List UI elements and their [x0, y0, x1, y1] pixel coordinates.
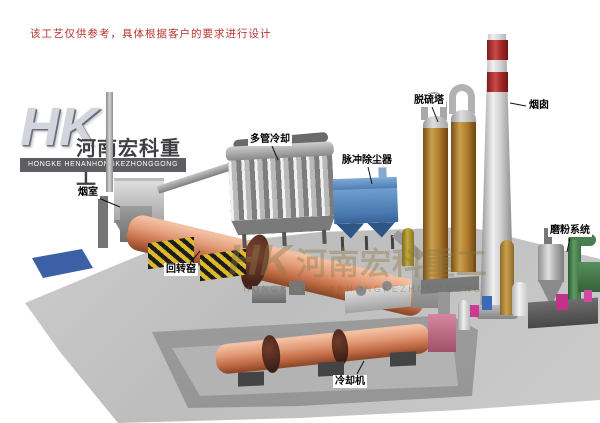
chimney-band-2 [487, 72, 508, 92]
collector-body [333, 187, 399, 225]
desulf-tower-b [451, 122, 476, 272]
cooler-leg-2 [281, 231, 287, 247]
kiln-drive-unit [252, 286, 286, 303]
label-pulse-dust-collector: 脉冲除尘器 [340, 154, 394, 167]
brand-monogram: HK [20, 97, 98, 157]
brand-name-en: HONGKE HENANHONGKEZHONGGONG [20, 158, 186, 172]
aux-blue-box [482, 296, 492, 310]
grinder-feed-silo [500, 240, 514, 315]
collector-leg-1 [340, 236, 345, 251]
aux-white-cylinder [458, 300, 470, 330]
label-smoke-chamber: 烟室 [76, 186, 100, 199]
label-multi-tube-cooler: 多管冷却 [248, 133, 292, 146]
cooler-leg-3 [321, 229, 327, 244]
chimney-band-1 [487, 40, 508, 60]
grinder-white-tank [512, 282, 528, 316]
desulf-tower-elbow-2 [449, 84, 475, 114]
pulse-dust-collector [332, 167, 400, 253]
grinder-green-duct [568, 240, 581, 300]
kiln-drive-motor [289, 281, 305, 295]
brand-logo: HK 河南宏科重工 HONGKE HENANHONGKEZHONGGONG [20, 97, 190, 189]
discharge-duct [438, 292, 450, 320]
grinder-magenta-unit-2 [584, 290, 592, 302]
label-chimney: 烟囱 [527, 99, 551, 112]
cyclone-inlet [544, 228, 552, 246]
cooler-tubes [228, 155, 336, 221]
cooler-feed-duct [156, 160, 238, 194]
tan-riser [402, 228, 414, 266]
label-cooling-machine: 冷却机 [333, 375, 367, 388]
kiln-trunnion-2 [382, 281, 392, 291]
multi-tube-cooler [225, 131, 338, 249]
cyclone-body [538, 244, 564, 282]
smoke-chamber-support [98, 196, 108, 248]
cooling-support-3 [390, 351, 416, 367]
kiln-trunnion-1 [356, 286, 366, 296]
disclaimer-text: 该工艺仅供参考，具体根据客户的要求进行设计 [30, 28, 272, 40]
collector-leg-2 [364, 235, 369, 251]
label-rotary-kiln: 回转窑 [164, 263, 198, 276]
smoke-chamber-stack [106, 92, 113, 192]
label-grinding-system: 磨粉系统 [548, 224, 592, 237]
desulf-tower-a [423, 128, 448, 284]
aux-pink-box [470, 305, 479, 317]
brand-name-cn: 河南宏科重工 [76, 138, 181, 189]
label-desulfurization-tower: 脱硫塔 [412, 94, 446, 107]
cooler-discharge-hood [428, 314, 456, 352]
cooling-support-1 [238, 371, 264, 387]
grinder-mill-box [578, 262, 600, 292]
cooler-leg-1 [242, 233, 247, 249]
grinder-magenta-unit-1 [556, 294, 568, 310]
